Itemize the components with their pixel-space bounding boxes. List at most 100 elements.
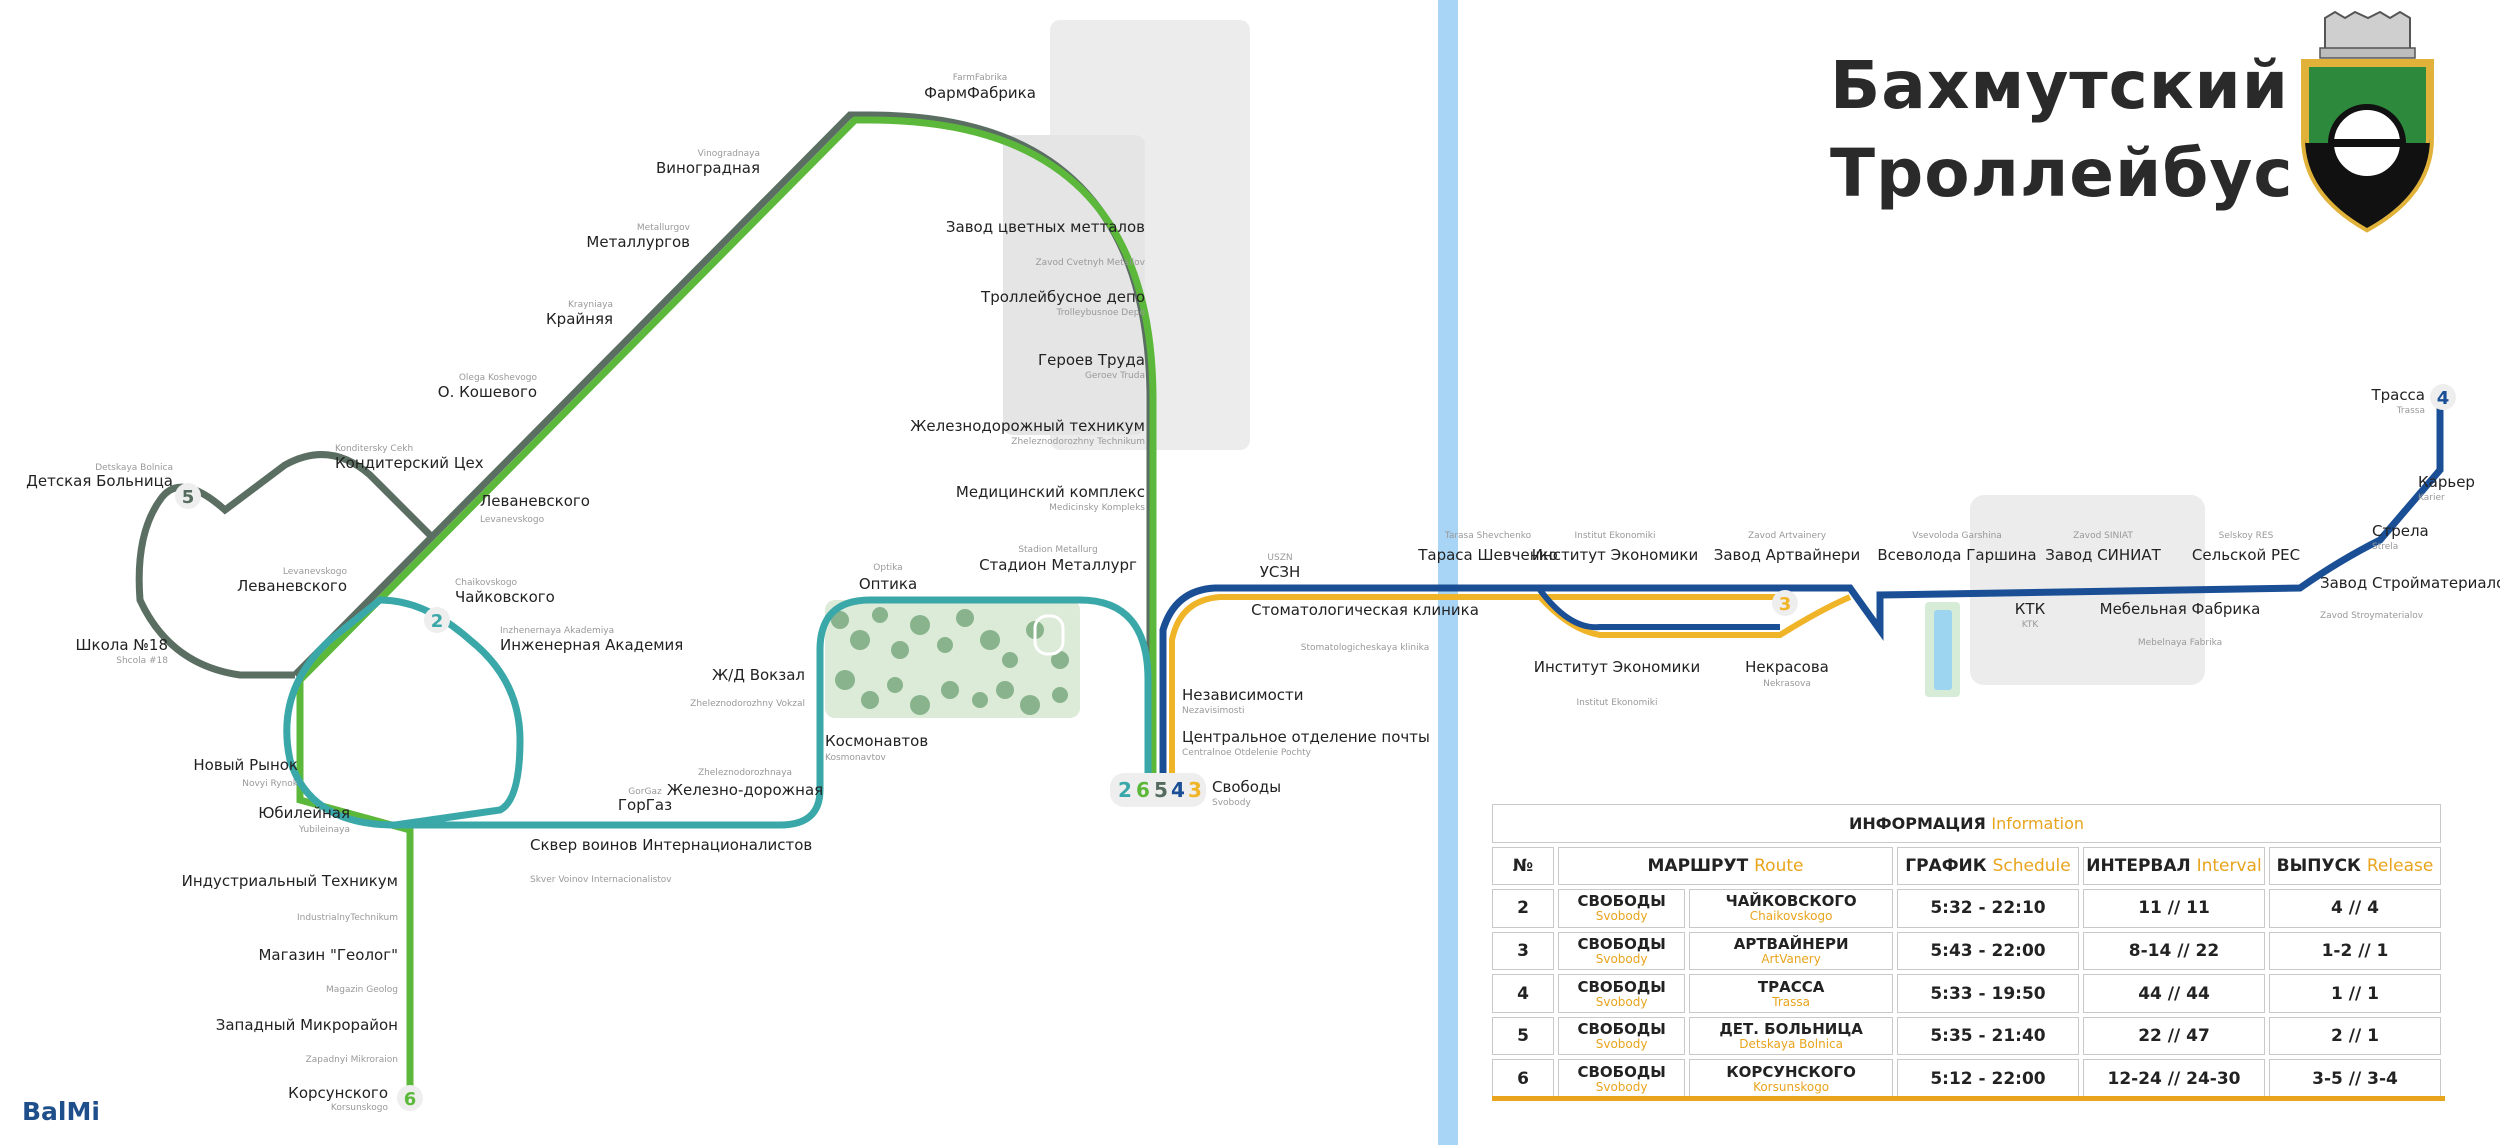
route-4-line-b	[1537, 588, 1780, 631]
svg-text:Tarasa Shevchenko: Tarasa Shevchenko	[1444, 531, 1532, 541]
svg-text:Selskoy RES: Selskoy RES	[2219, 531, 2274, 541]
svg-text:Индустриальный Техникум: Индустриальный Техникум	[182, 872, 398, 890]
svg-text:Medicinsky Kompleks: Medicinsky Kompleks	[1049, 503, 1145, 513]
svg-text:Inzhenernaya Akademiya: Inzhenernaya Akademiya	[500, 626, 614, 636]
svg-text:Оптика: Оптика	[859, 575, 917, 593]
lake-icon	[1925, 602, 1960, 697]
svg-text:Чайковского: Чайковского	[455, 588, 555, 606]
svg-text:Металлургов: Металлургов	[586, 233, 690, 251]
table-underline	[1492, 1096, 2445, 1101]
svg-text:Ж/Д Вокзал: Ж/Д Вокзал	[712, 666, 805, 684]
svg-text:Magazin Geolog: Magazin Geolog	[326, 985, 398, 995]
svg-text:О. Кошевого: О. Кошевого	[438, 383, 537, 401]
svg-text:Optika: Optika	[873, 563, 902, 573]
route-2-bubble: 2	[424, 607, 450, 633]
svg-text:Кондитерский Цех: Кондитерский Цех	[335, 454, 484, 472]
svg-text:Крайняя: Крайняя	[546, 310, 613, 328]
svg-text:Леваневского: Леваневского	[480, 492, 590, 510]
svg-text:Завод СИНИАТ: Завод СИНИАТ	[2045, 546, 2161, 564]
route-6-bubble: 6	[397, 1085, 423, 1111]
svg-text:ГорГаз: ГорГаз	[618, 796, 672, 814]
land-block	[1003, 135, 1145, 435]
svg-text:Nezavisimosti: Nezavisimosti	[1182, 706, 1245, 716]
svg-text:Стрела: Стрела	[2372, 522, 2429, 540]
route-3-line	[1169, 594, 1852, 780]
svg-text:Трасса: Трасса	[2370, 386, 2425, 404]
svg-text:Инженерная Академия: Инженерная Академия	[500, 636, 683, 654]
svg-text:Космонавтов: Космонавтов	[825, 732, 928, 750]
coat-of-arms-icon	[2301, 10, 2434, 233]
svg-text:Карьер: Карьер	[2418, 473, 2475, 491]
svg-text:IndustrialnyTechnikum: IndustrialnyTechnikum	[297, 913, 398, 923]
svg-text:Стадион Металлург: Стадион Металлург	[979, 556, 1137, 574]
header-interval: ИНТЕРВАЛ Interval	[2083, 846, 2265, 886]
svg-text:Сквер воинов Интернационалисто: Сквер воинов Интернационалистов	[530, 836, 812, 854]
svg-text:Institut Ekonomiki: Institut Ekonomiki	[1575, 531, 1656, 541]
svg-text:Героев Труда: Героев Труда	[1038, 351, 1145, 369]
svg-text:Trassa: Trassa	[2396, 406, 2425, 416]
svg-text:Nekrasova: Nekrasova	[1763, 679, 1811, 689]
svg-text:Железно-дорожная: Железно-дорожная	[667, 781, 823, 799]
svg-text:4: 4	[1171, 778, 1185, 802]
header-number: №	[1492, 846, 1554, 886]
route-6-line	[296, 116, 1157, 1100]
svg-text:Железнодорожный техникум: Железнодорожный техникум	[910, 417, 1145, 435]
svg-text:Стоматологическая клиника: Стоматологическая клиника	[1251, 601, 1479, 619]
svg-text:Zavod Stroymaterialov: Zavod Stroymaterialov	[2320, 611, 2424, 621]
header-route: МАРШРУТ Route	[1558, 846, 1893, 886]
svg-text:Центральное отделение почты: Центральное отделение почты	[1182, 728, 1430, 746]
svg-text:5: 5	[1154, 778, 1168, 802]
svg-text:Корсунского: Корсунского	[288, 1084, 388, 1102]
svg-text:Юбилейная: Юбилейная	[258, 804, 350, 822]
svg-text:Krayniaya: Krayniaya	[568, 300, 613, 310]
svg-text:Завод Стройматериалов: Завод Стройматериалов	[2320, 574, 2500, 592]
svg-text:Всеволода Гаршина: Всеволода Гаршина	[1877, 546, 2036, 564]
svg-text:Институт Экономики: Институт Экономики	[1534, 658, 1700, 676]
svg-text:Медицинский комплекс: Медицинский комплекс	[956, 483, 1145, 501]
svg-text:Независимости: Независимости	[1182, 686, 1304, 704]
svg-text:Троллейбусное депо: Троллейбусное депо	[980, 288, 1145, 306]
map-title: Бахмутский Троллейбус	[1830, 42, 2294, 218]
svg-text:Zapadnyi Mikroraion: Zapadnyi Mikroraion	[306, 1055, 398, 1065]
svg-text:Свободы: Свободы	[1212, 778, 1281, 796]
svg-text:Детская Больница: Детская Больница	[26, 472, 173, 490]
map-divider	[1438, 0, 1458, 1145]
svg-text:Zheleznodorozhny Vokzal: Zheleznodorozhny Vokzal	[690, 699, 805, 709]
svg-text:Chaikovskogo: Chaikovskogo	[455, 578, 518, 588]
svg-text:Stadion Metallurg: Stadion Metallurg	[1018, 545, 1097, 555]
svg-text:Svobody: Svobody	[1212, 798, 1251, 808]
svg-text:Korsunskogo: Korsunskogo	[331, 1103, 389, 1113]
svg-text:Geroev Truda: Geroev Truda	[1085, 371, 1145, 381]
svg-text:Завод Артвайнери: Завод Артвайнери	[1714, 546, 1861, 564]
svg-text:USZN: USZN	[1267, 553, 1292, 563]
svg-text:Metallurgov: Metallurgov	[637, 223, 691, 233]
svg-text:УСЗН: УСЗН	[1260, 563, 1301, 581]
title-line-1: Бахмутский	[1830, 47, 2290, 124]
svg-text:Institut Ekonomiki: Institut Ekonomiki	[1577, 698, 1658, 708]
svg-text:Novyi Rynok: Novyi Rynok	[242, 779, 299, 789]
